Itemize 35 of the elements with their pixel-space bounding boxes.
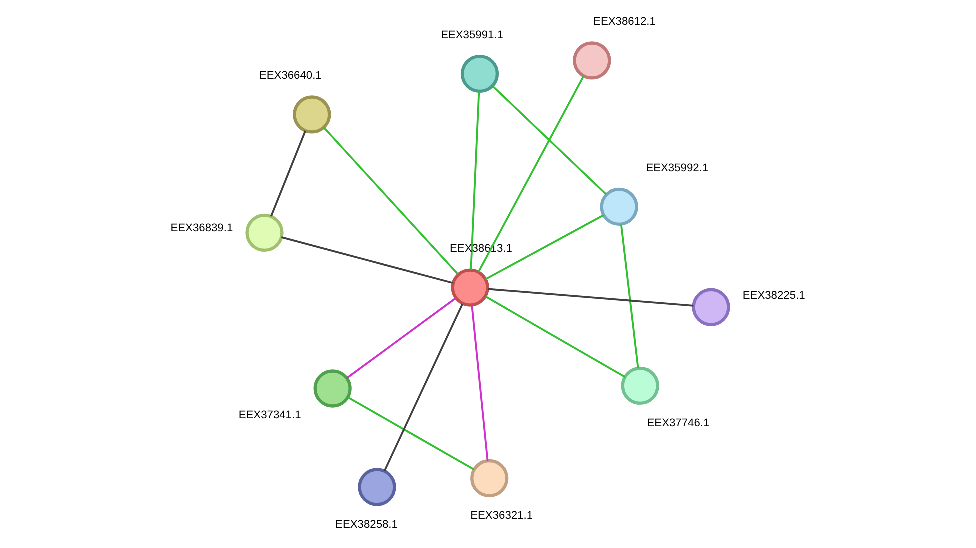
node-label: EEX38612.1 [594, 16, 656, 28]
node-label: EEX38258.1 [336, 518, 398, 531]
connector [346, 298, 457, 380]
connector [323, 127, 460, 276]
node-circle [600, 188, 638, 226]
connector [281, 236, 454, 284]
node-label: EEX36321.1 [470, 510, 534, 522]
connector [348, 396, 474, 470]
connector [270, 130, 306, 217]
node-label: EEX35991.1 [441, 29, 504, 42]
node-label: EEX36640.1 [259, 70, 322, 82]
connector [620, 224, 640, 368]
connector [470, 92, 480, 270]
node-circle [358, 468, 396, 506]
node-circle [451, 268, 490, 307]
node-circle [470, 459, 509, 498]
connector [492, 86, 608, 196]
node-label: EEX37341.1 [238, 410, 302, 422]
node-circle [621, 366, 660, 406]
node-circle [246, 214, 284, 252]
node-label: EEX35992.1 [646, 162, 709, 174]
node-circle [573, 42, 612, 80]
connector [478, 76, 585, 273]
connector [485, 214, 604, 280]
connector [488, 288, 694, 307]
node-label: EEX36839.1 [170, 222, 234, 235]
node-circle [460, 54, 500, 94]
node-label: EEX38225.1 [742, 290, 806, 302]
node-circle [293, 96, 332, 134]
connector [471, 305, 489, 462]
connector [486, 296, 626, 378]
node-circle [314, 370, 352, 408]
node-label: EEX37746.1 [647, 418, 710, 430]
connector [384, 304, 464, 472]
node-circle [692, 288, 730, 326]
